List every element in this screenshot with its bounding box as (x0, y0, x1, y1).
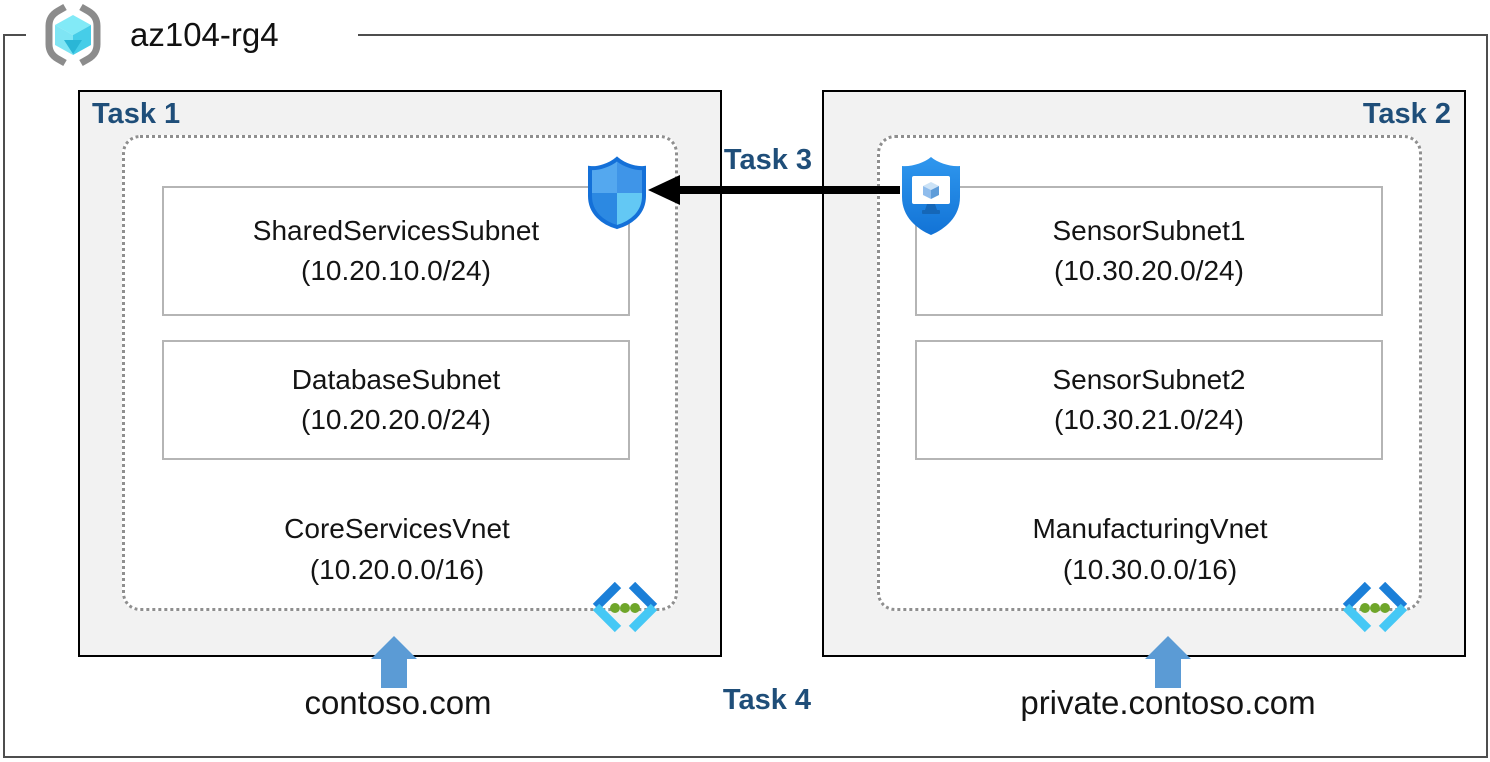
task1-label: Task 1 (92, 98, 181, 130)
virtual-network-icon (1342, 582, 1408, 633)
vnet1-label: CoreServicesVnet (10.20.0.0/16) (162, 508, 632, 590)
vnet-name: ManufacturingVnet (1032, 513, 1268, 544)
subnet-box-sensor1: SensorSubnet1 (10.30.20.0/24) (915, 186, 1383, 316)
task3-peering-arrow (648, 175, 900, 205)
vnet-cidr: (10.30.0.0/16) (1062, 554, 1238, 585)
subnet-cidr: (10.20.10.0/24) (301, 255, 491, 286)
dns-zone-label-private-contoso: private.contoso.com (1020, 684, 1316, 721)
virtual-network-icon (592, 582, 658, 633)
task2-label: Task 2 (1362, 98, 1451, 130)
up-arrow-icon (371, 636, 417, 688)
dns-zone-label-contoso: contoso.com (304, 684, 492, 721)
subnet-cidr: (10.20.20.0/24) (301, 404, 491, 435)
subnet-name: DatabaseSubnet (291, 364, 501, 395)
vnet-name: CoreServicesVnet (284, 513, 510, 544)
subnet-cidr: (10.30.21.0/24) (1054, 404, 1244, 435)
vnet-cidr: (10.20.0.0/16) (309, 554, 485, 585)
shield-monitor-icon (902, 157, 960, 235)
network-security-group-icon (588, 156, 646, 230)
subnet-box-shared-services: SharedServicesSubnet (10.20.10.0/24) (162, 186, 630, 316)
task3-label: Task 3 (723, 144, 813, 176)
task4-label: Task 4 (722, 684, 812, 716)
subnet-name: SensorSubnet2 (1052, 364, 1246, 395)
subnet-cidr: (10.30.20.0/24) (1054, 255, 1244, 286)
up-arrow-icon (1145, 636, 1191, 688)
resource-group-icon (45, 3, 101, 67)
subnet-box-sensor2: SensorSubnet2 (10.30.21.0/24) (915, 340, 1383, 460)
subnet-name: SharedServicesSubnet (252, 215, 540, 246)
subnet-box-database: DatabaseSubnet (10.20.20.0/24) (162, 340, 630, 460)
resource-group-frame (3, 34, 1488, 758)
vnet2-label: ManufacturingVnet (10.30.0.0/16) (915, 508, 1385, 590)
subnet-name: SensorSubnet1 (1052, 215, 1246, 246)
resource-group-name: az104-rg4 (130, 16, 279, 53)
